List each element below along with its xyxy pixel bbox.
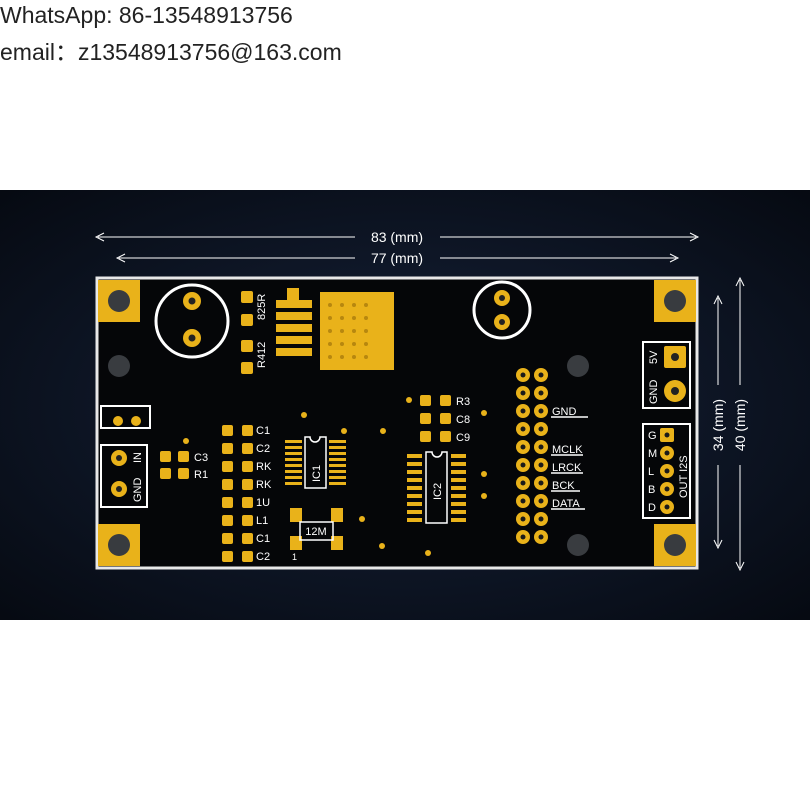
label-c1a: C1 (256, 425, 270, 437)
mounting-hole-top-left (98, 280, 140, 322)
label-rk2: RK (256, 479, 272, 491)
label-r1: R1 (194, 469, 208, 481)
small-jumper (100, 405, 151, 429)
resistor-pads-top (241, 291, 253, 374)
ic2-footprint (407, 451, 466, 524)
via-hole-left (108, 355, 130, 377)
dimension-40mm (735, 276, 745, 572)
label-5v: 5V (648, 350, 660, 364)
electrolytic-cap-left (154, 283, 230, 359)
dimension-34mm-label: 34 (mm) (710, 399, 726, 451)
label-rk1: RK (256, 461, 272, 473)
label-d: D (648, 502, 656, 514)
label-c3: C3 (194, 452, 208, 464)
scattered-vias (301, 410, 487, 556)
thermal-vias (328, 303, 368, 359)
power-connector (642, 341, 691, 409)
regulator-pads (276, 288, 394, 370)
label-in: IN (132, 452, 144, 463)
whatsapp-contact: WhatsApp: 86-13548913756 (0, 2, 293, 28)
r3-c8-c9-pads (406, 395, 451, 442)
label-825r: 825R (256, 294, 268, 320)
label-l: L (648, 466, 654, 478)
mounting-hole-bottom-left (98, 524, 140, 566)
label-g: G (648, 430, 657, 442)
label-1u: 1U (256, 497, 270, 509)
label-m: M (648, 448, 657, 460)
mounting-hole-top-right (654, 280, 696, 322)
dimension-83mm (94, 232, 700, 242)
label-lrck: LRCK (552, 462, 582, 474)
label-gnd-power: GND (648, 380, 660, 405)
dimension-77mm-label: 77 (mm) (371, 250, 423, 266)
passive-pad-column (222, 425, 253, 562)
ic1-footprint (285, 436, 346, 489)
label-r3: R3 (456, 396, 470, 408)
via-hole-bottom (567, 534, 589, 556)
label-data: DATA (552, 498, 580, 510)
label-c2b: C2 (256, 551, 270, 563)
electrolytic-cap-right (472, 280, 532, 340)
label-bck: BCK (552, 480, 575, 492)
label-l1: L1 (256, 515, 268, 527)
pcb-board: 825R R412 IN (95, 276, 699, 570)
label-gnd-in: GND (132, 478, 144, 503)
label-out-i2s: OUT I2S (678, 455, 690, 498)
label-c9: C9 (456, 432, 470, 444)
dimension-34mm (713, 294, 723, 550)
label-12m: 12M (305, 526, 326, 538)
pcb-render: 83 (mm) 77 (mm) 34 (mm) 40 (mm) (0, 190, 810, 620)
dimension-83mm-label: 83 (mm) (371, 229, 423, 245)
label-ic2: IC2 (432, 483, 444, 500)
email-contact: email：z13548913756@163.com (0, 39, 342, 65)
dimension-77mm (115, 253, 680, 263)
label-ic1: IC1 (311, 465, 323, 482)
label-mclk: MCLK (552, 444, 583, 456)
label-c2a: C2 (256, 443, 270, 455)
label-c8: C8 (456, 414, 470, 426)
i2s-output-connector (642, 423, 691, 519)
c3-r1-pads (160, 438, 189, 479)
crystal-12m (290, 508, 343, 550)
label-r412: R412 (256, 342, 268, 368)
label-b: B (648, 484, 655, 496)
label-c1b: C1 (256, 533, 270, 545)
header-2x10 (516, 368, 588, 544)
dimension-40mm-label: 40 (mm) (732, 399, 748, 451)
label-gnd-header: GND (552, 406, 577, 418)
via-hole-right (567, 355, 589, 377)
mounting-hole-bottom-right (654, 524, 696, 566)
input-connector (100, 444, 148, 508)
label-pin1: 1 (292, 552, 297, 562)
